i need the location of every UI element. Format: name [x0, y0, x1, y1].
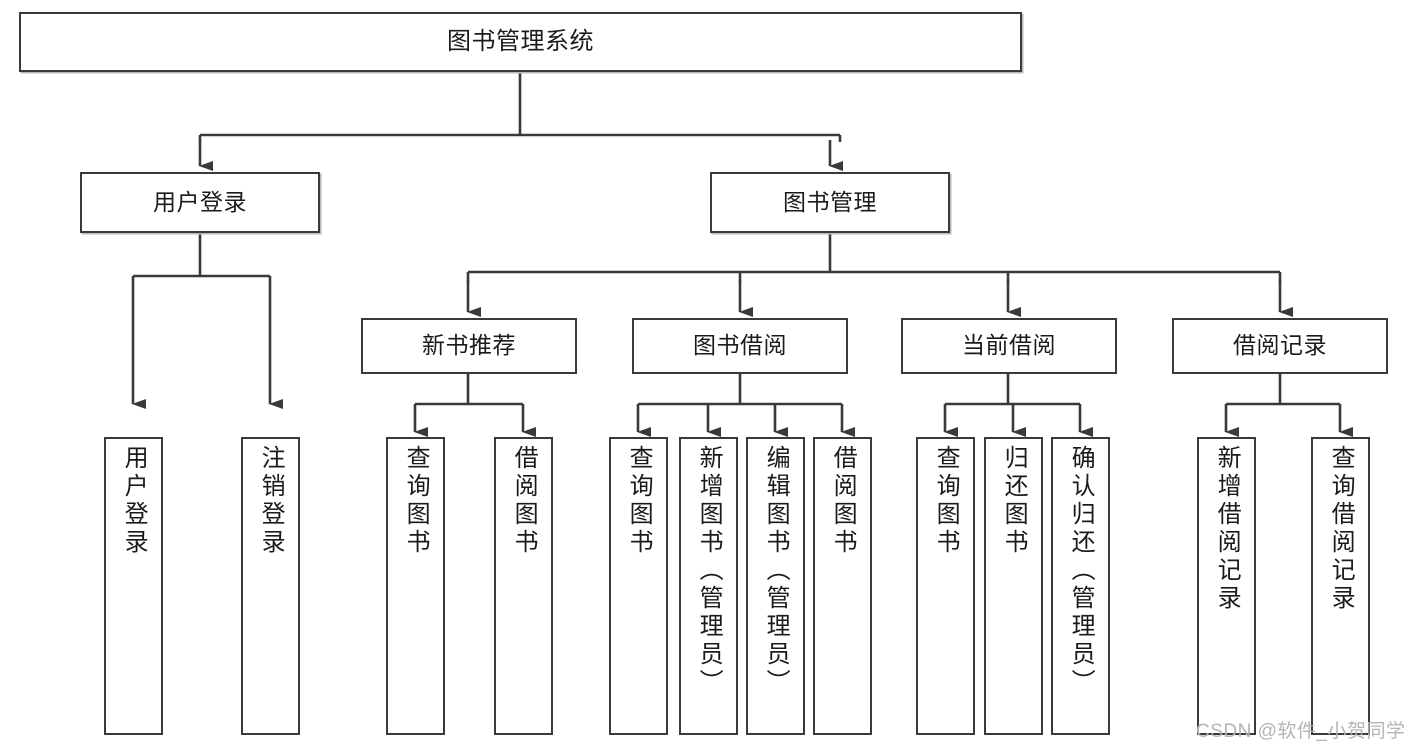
- node-leaf-return-book[interactable]: 归还图书: [984, 437, 1043, 735]
- node-user-login[interactable]: 用户登录: [80, 172, 320, 233]
- node-borrow-record[interactable]: 借阅记录: [1172, 318, 1388, 374]
- node-leaf-add-record[interactable]: 新增借阅记录: [1197, 437, 1256, 735]
- node-leaf-borrow-book-1[interactable]: 借阅图书: [494, 437, 553, 735]
- csdn-watermark: CSDN @软件_小贺同学: [1196, 721, 1405, 742]
- node-leaf-logout-label: 注销登录: [257, 445, 285, 557]
- node-leaf-query-book-2-label: 查询图书: [625, 445, 653, 557]
- node-book-borrow[interactable]: 图书借阅: [632, 318, 848, 374]
- node-leaf-logout[interactable]: 注销登录: [241, 437, 300, 735]
- node-leaf-query-book-1-label: 查询图书: [402, 445, 430, 557]
- node-current-borrow-label: 当前借阅: [962, 332, 1056, 359]
- node-leaf-borrow-book-2-label: 借阅图书: [829, 445, 857, 557]
- node-leaf-add-record-label: 新增借阅记录: [1213, 445, 1241, 613]
- node-leaf-query-book-3[interactable]: 查询图书: [916, 437, 975, 735]
- node-leaf-confirm-return[interactable]: 确认归还（管理员）: [1051, 437, 1110, 735]
- node-book-borrow-label: 图书借阅: [693, 332, 787, 359]
- node-book-manage-label: 图书管理: [783, 188, 877, 215]
- node-leaf-user-login[interactable]: 用户登录: [104, 437, 163, 735]
- node-root-label: 图书管理系统: [447, 27, 594, 55]
- node-leaf-return-book-label: 归还图书: [1000, 445, 1028, 557]
- node-leaf-add-book[interactable]: 新增图书（管理员）: [679, 437, 738, 735]
- node-leaf-user-login-label: 用户登录: [120, 445, 148, 557]
- node-new-book-rec-label: 新书推荐: [422, 332, 516, 359]
- node-leaf-edit-book[interactable]: 编辑图书（管理员）: [746, 437, 805, 735]
- node-leaf-query-record[interactable]: 查询借阅记录: [1311, 437, 1370, 735]
- node-book-manage[interactable]: 图书管理: [710, 172, 950, 233]
- node-new-book-rec[interactable]: 新书推荐: [361, 318, 577, 374]
- node-leaf-confirm-return-label: 确认归还（管理员）: [1067, 445, 1095, 697]
- node-leaf-query-book-3-label: 查询图书: [932, 445, 960, 557]
- node-borrow-record-label: 借阅记录: [1233, 332, 1327, 359]
- node-leaf-add-book-label: 新增图书（管理员）: [695, 445, 723, 697]
- node-leaf-query-book-2[interactable]: 查询图书: [609, 437, 668, 735]
- node-leaf-edit-book-label: 编辑图书（管理员）: [762, 445, 790, 697]
- node-leaf-query-record-label: 查询借阅记录: [1327, 445, 1355, 613]
- node-leaf-borrow-book-1-label: 借阅图书: [510, 445, 538, 557]
- node-current-borrow[interactable]: 当前借阅: [901, 318, 1117, 374]
- node-user-login-label: 用户登录: [153, 188, 247, 215]
- node-leaf-query-book-1[interactable]: 查询图书: [386, 437, 445, 735]
- node-leaf-borrow-book-2[interactable]: 借阅图书: [813, 437, 872, 735]
- node-root[interactable]: 图书管理系统: [19, 12, 1022, 72]
